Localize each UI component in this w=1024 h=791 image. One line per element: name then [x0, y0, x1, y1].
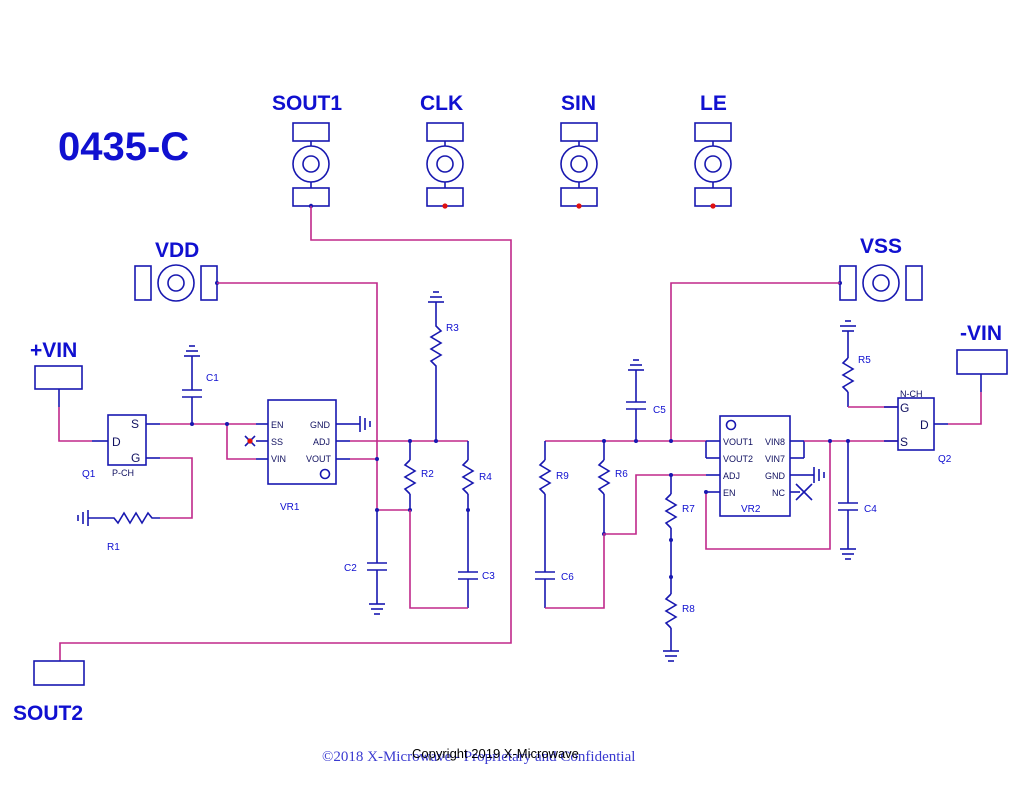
port-sout2: SOUT2 [13, 660, 85, 725]
transistor-q1: D S G P-CH Q1 [82, 414, 160, 480]
capacitor-c1: C1 [182, 345, 219, 424]
port-vin-pos: +VIN [30, 339, 83, 407]
connector-clk-label: CLK [420, 92, 463, 115]
capacitor-c6: C6 [535, 571, 574, 608]
connector-vdd-label: VDD [155, 239, 199, 262]
port-vin-neg: -VIN [956, 322, 1008, 392]
svg-text:S: S [131, 417, 139, 431]
svg-text:R3: R3 [446, 323, 459, 334]
svg-text:R5: R5 [858, 355, 871, 366]
svg-text:R9: R9 [556, 471, 569, 482]
svg-text:R2: R2 [421, 469, 434, 480]
svg-text:C1: C1 [206, 373, 219, 384]
svg-text:ADJ: ADJ [313, 437, 330, 447]
svg-text:G: G [900, 401, 909, 415]
svg-text:ADJ: ADJ [723, 471, 740, 481]
resistor-r8: R8 [663, 577, 695, 662]
svg-text:S: S [900, 435, 908, 449]
svg-text:EN: EN [723, 488, 736, 498]
svg-text:C6: C6 [561, 572, 574, 583]
capacitor-c2: C2 [344, 510, 387, 615]
svg-text:R7: R7 [682, 504, 695, 515]
svg-text:EN: EN [271, 420, 284, 430]
sout-wire [59, 206, 512, 661]
vr1-ref: VR1 [280, 502, 300, 513]
resistor-r2: R2 [403, 441, 434, 510]
q1-ref: Q1 [82, 469, 96, 480]
connector-le: LE [694, 92, 732, 209]
svg-text:VOUT2: VOUT2 [723, 454, 753, 464]
vr2-ref: VR2 [741, 504, 761, 515]
resistor-r1: R1 [77, 510, 160, 553]
capacitor-c4: C4 [838, 441, 877, 560]
svg-text:C4: C4 [864, 504, 877, 515]
q1-type: P-CH [112, 468, 134, 478]
regulator-vr2: VOUT1 VOUT2 ADJ EN VIN8 VIN7 GND NC VR2 [706, 415, 825, 517]
resistor-r4: R4 [461, 441, 492, 510]
q2-type: N-CH [900, 389, 923, 399]
connector-clk: CLK [420, 92, 464, 209]
resistor-r3: R3 [428, 291, 459, 441]
capacitor-c5: C5 [626, 359, 666, 441]
svg-text:VIN7: VIN7 [765, 454, 785, 464]
resistor-r5: R5 [840, 320, 871, 407]
svg-text:GND: GND [765, 471, 786, 481]
connector-vss-label: VSS [860, 235, 902, 258]
svg-text:D: D [112, 435, 121, 449]
copyright-notice: ©2018 X-Microwave - Proprietary and Conf… [322, 749, 635, 765]
q2-ref: Q2 [938, 454, 952, 465]
resistor-r6: R6 [597, 441, 628, 534]
svg-text:VOUT1: VOUT1 [723, 437, 753, 447]
connector-sin-label: SIN [561, 92, 596, 115]
svg-text:SS: SS [271, 437, 283, 447]
svg-text:GND: GND [310, 420, 331, 430]
svg-text:D: D [920, 418, 929, 432]
svg-text:R1: R1 [107, 542, 120, 553]
schematic-title: 0435-C [58, 125, 189, 169]
svg-text:VOUT: VOUT [306, 454, 332, 464]
resistor-r7: R7 [664, 475, 695, 577]
capacitor-c3: C3 [458, 510, 495, 608]
svg-text:R8: R8 [682, 604, 695, 615]
port-sout2-label: SOUT2 [13, 702, 83, 725]
svg-text:NC: NC [772, 488, 785, 498]
port-vin-neg-label: -VIN [960, 322, 1002, 345]
copyright-overlay: Copyright 2019 X-Microwave [412, 746, 579, 761]
svg-text:G: G [131, 451, 140, 465]
connector-sin: SIN [560, 92, 598, 209]
svg-text:C3: C3 [482, 571, 495, 582]
svg-text:VIN: VIN [271, 454, 286, 464]
svg-text:R4: R4 [479, 472, 492, 483]
resistor-r9: R9 [538, 441, 569, 572]
connector-le-label: LE [700, 92, 727, 115]
connector-sout1: SOUT1 [272, 92, 342, 209]
svg-text:R6: R6 [615, 469, 628, 480]
connector-vdd: VDD [134, 239, 219, 302]
port-vin-pos-label: +VIN [30, 339, 77, 362]
transistor-q2: G S D N-CH Q2 [884, 389, 952, 465]
regulator-vr1: EN SS VIN GND ADJ VOUT VR1 [244, 399, 371, 513]
svg-text:VIN8: VIN8 [765, 437, 785, 447]
connector-vss: VSS [838, 235, 923, 302]
svg-text:C5: C5 [653, 405, 666, 416]
svg-text:C2: C2 [344, 563, 357, 574]
connector-sout1-label: SOUT1 [272, 92, 342, 115]
